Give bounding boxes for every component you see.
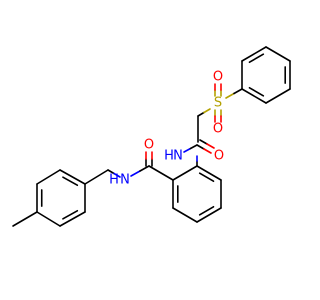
amide-hydrogen: H (109, 173, 119, 188)
central-ring-bond-4 (172, 207, 198, 223)
central-ring-double-1 (198, 172, 215, 183)
bond-carbonyl-ring (148, 165, 174, 181)
bond-nh-carbonyl-a (183, 147, 192, 153)
bond-co-acetyl-1-a (196, 144, 205, 150)
bond-ch2-n-a (107, 169, 115, 175)
phenyl-ring-double-1 (248, 53, 265, 64)
tolyl-ring-double-0 (62, 176, 79, 187)
bond-n-carbonyl-b (139, 165, 150, 172)
tolyl-ring-bond-3 (36, 211, 61, 227)
bond-n-carbonyl-a (130, 170, 141, 177)
central-ring-bond-1 (196, 165, 222, 181)
phenyl-ring-double-5 (248, 86, 265, 97)
bond-s-phenyl-b (233, 88, 243, 95)
bond-ch2-s-a (197, 111, 205, 117)
tolyl-ring-bond-0 (59, 169, 86, 185)
bond-co-acetyl-2-b (206, 143, 215, 149)
tolyl-ring-bond-2 (59, 211, 86, 227)
anilide-nitrogen: N (173, 149, 183, 164)
bond-benzyl (84, 169, 109, 185)
phenyl-ring-bond-4 (265, 88, 291, 104)
central-ring-bond-0 (172, 165, 198, 181)
anilide-hydrogen: H (164, 149, 174, 164)
carbonyl-oxygen-acetyl: O (214, 149, 224, 164)
sulfonyl-sulfur: S (214, 96, 222, 111)
phenyl-ring-bond-1 (241, 46, 267, 62)
bond-methyl (12, 211, 38, 227)
bond-ch2-n-b (113, 172, 121, 178)
phenyl-ring-bond-2 (265, 46, 291, 62)
central-ring-double-3 (198, 205, 215, 216)
tolyl-ring-bond-5 (36, 169, 61, 185)
bond-co-acetyl-2-a (199, 139, 208, 145)
bond-co-acetyl-1-b (203, 148, 212, 154)
carbonyl-oxygen-amide: O (144, 138, 154, 153)
sulfonyl-oxygen-bottom: O (213, 122, 223, 137)
phenyl-ring-bond-5 (241, 88, 267, 104)
bond-s-phenyl-a (225, 92, 235, 99)
bond-ch2-s-b (203, 108, 211, 114)
central-ring-bond-3 (196, 207, 222, 223)
amide-nitrogen: N (120, 173, 130, 188)
tolyl-ring-double-2 (62, 209, 79, 220)
sulfonyl-oxygen-top: O (213, 70, 223, 85)
bond-nh-carbonyl-b (189, 144, 198, 150)
